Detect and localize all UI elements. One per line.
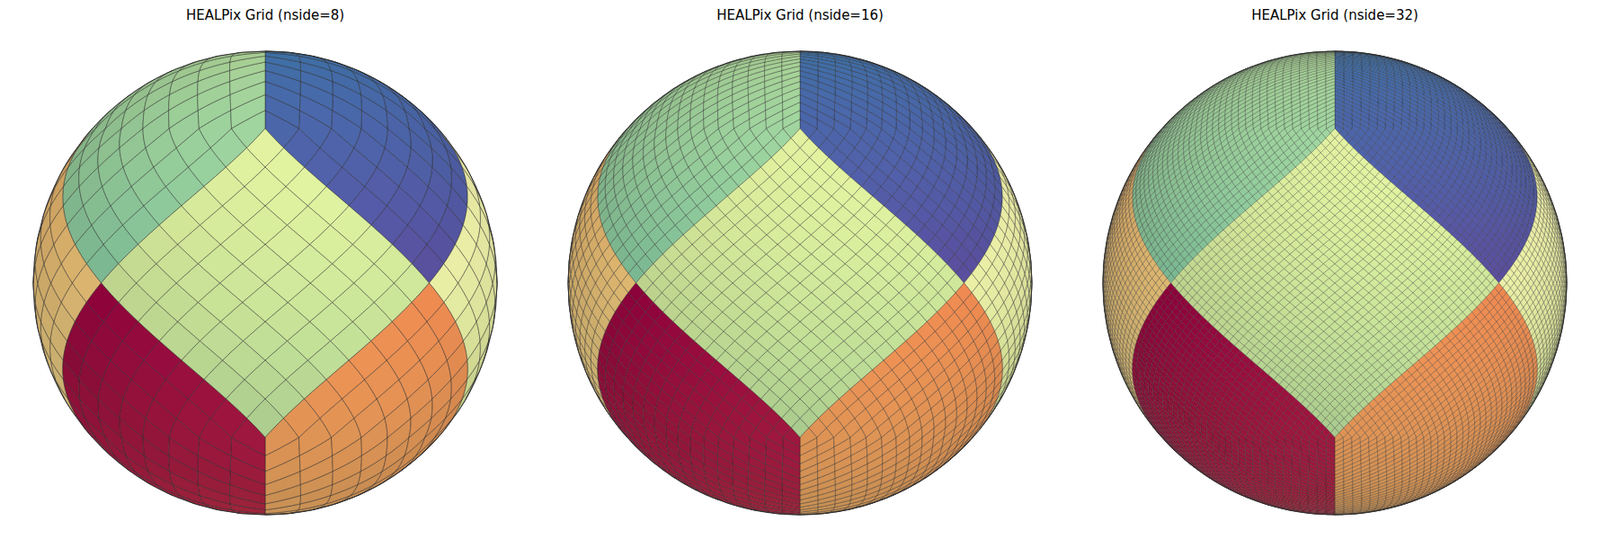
healpix-sphere [568, 51, 1032, 516]
healpix-sphere [33, 51, 498, 516]
